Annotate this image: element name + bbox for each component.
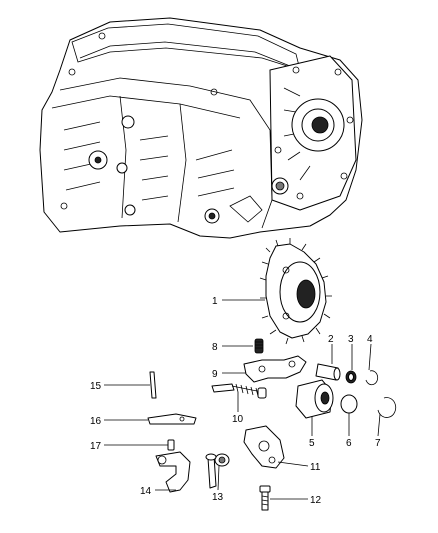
ring-part-6 [340, 394, 358, 414]
circlip-part-7 [377, 397, 397, 418]
callout-17: 17 [90, 441, 102, 452]
pin-part-15 [149, 371, 157, 399]
pin-part-17 [167, 439, 175, 451]
callout-7: 7 [375, 438, 381, 449]
pin-part-2 [315, 363, 341, 381]
bolt-part-12 [259, 485, 271, 511]
manual-shaft-part-14 [155, 451, 217, 493]
callout-3: 3 [348, 334, 354, 345]
snap-ring-part-4 [365, 370, 379, 386]
callout-1: 1 [212, 296, 218, 307]
callout-2: 2 [328, 334, 334, 345]
callout-14: 14 [140, 486, 152, 497]
callout-10: 10 [232, 414, 244, 425]
callout-11: 11 [310, 462, 321, 473]
callout-12: 12 [310, 495, 322, 506]
oil-pump-gear [259, 238, 332, 345]
transmission-case [39, 17, 363, 239]
valve-part-5 [295, 379, 334, 419]
callout-9: 9 [212, 369, 218, 380]
spring-part-8 [254, 338, 264, 354]
o-ring-part-3 [345, 370, 357, 384]
bushing-part-13 [214, 453, 230, 467]
callout-5: 5 [309, 438, 315, 449]
callout-16: 16 [90, 416, 102, 427]
callout-4: 4 [367, 334, 373, 345]
bracket-part-11 [243, 425, 285, 469]
leader-lines [104, 299, 381, 500]
lever-part-9 [243, 355, 307, 383]
callout-13: 13 [212, 492, 224, 503]
callout-15: 15 [90, 381, 102, 392]
link-part-16 [147, 413, 197, 425]
callout-labels: 1 2 3 4 5 6 7 8 9 10 11 12 13 14 15 16 1… [90, 296, 381, 506]
callout-8: 8 [212, 342, 218, 353]
rod-part-10 [211, 383, 267, 399]
callout-6: 6 [346, 438, 352, 449]
